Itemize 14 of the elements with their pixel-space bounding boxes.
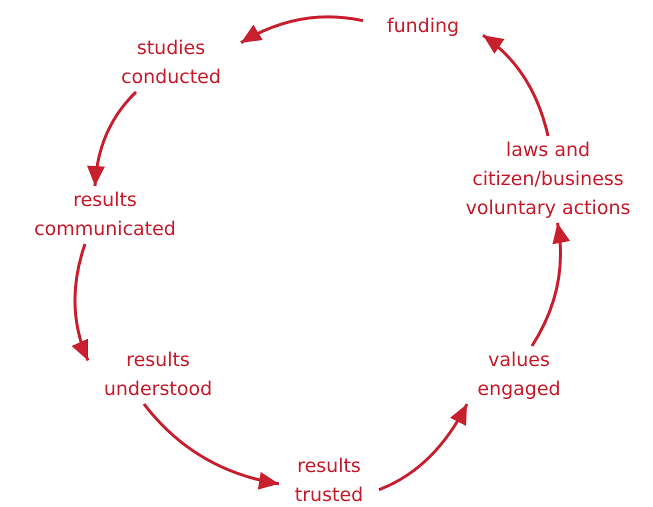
cycle-step-label: results understood	[88, 346, 228, 404]
curved-arrow	[530, 222, 570, 347]
curved-arrow	[142, 403, 280, 490]
curved-arrow	[72, 244, 90, 362]
cycle-step-label: studies conducted	[101, 34, 241, 92]
curved-arrow	[88, 90, 138, 186]
cycle-step-label: funding	[363, 12, 483, 41]
curved-arrow	[378, 403, 468, 492]
cycle-step-label: results trusted	[279, 452, 379, 507]
curved-arrow	[240, 15, 364, 44]
cycle-step-label: laws and citizen/business voluntary actions	[453, 136, 643, 223]
cycle-step-label: results communicated	[5, 186, 205, 244]
cycle-step-label: values engaged	[454, 346, 584, 404]
curved-arrow	[482, 34, 550, 136]
